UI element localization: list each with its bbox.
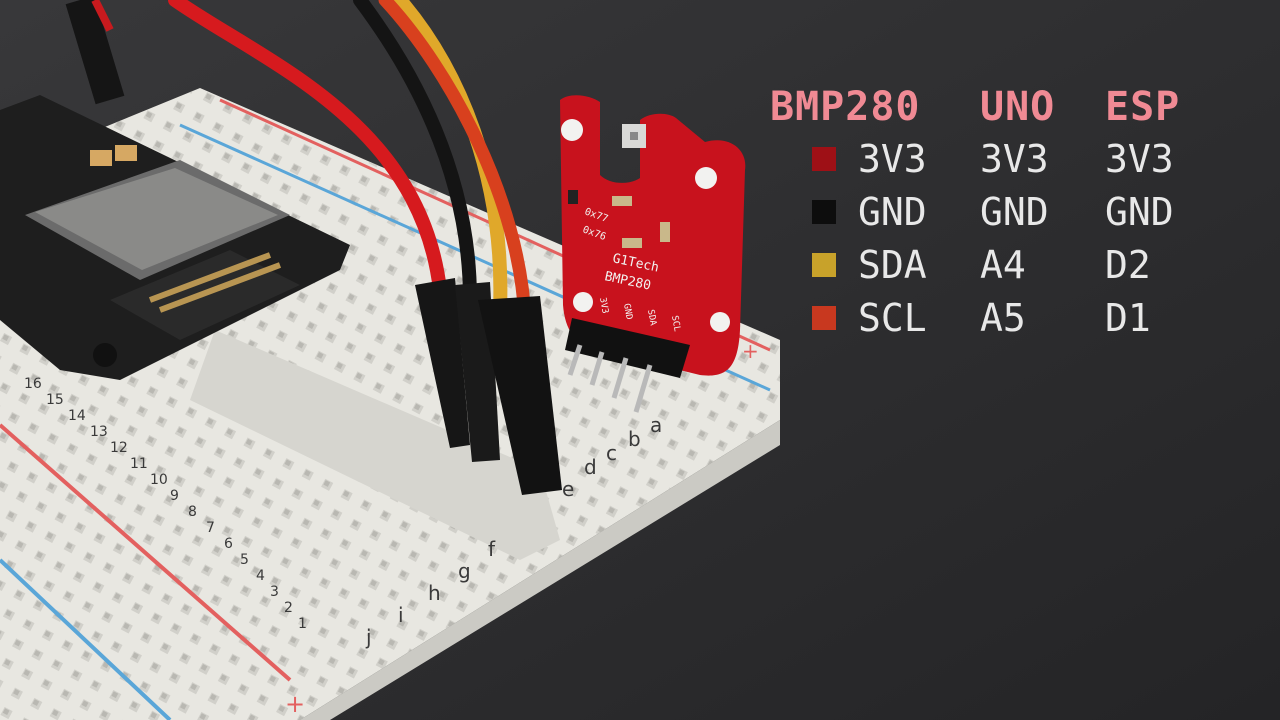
row-letter: f (488, 537, 496, 561)
row-letter: h (428, 581, 441, 605)
dupont-connectors (415, 278, 562, 495)
row-letter: i (398, 603, 404, 627)
bmp280-pin: GND (858, 189, 927, 234)
pinout-row-3v3: 3V3 3V3 3V3 (770, 132, 1210, 185)
uno-pin: A5 (980, 295, 1026, 340)
column-number: 2 (284, 600, 293, 616)
column-number: 10 (150, 472, 168, 488)
column-number: 12 (110, 440, 128, 456)
bmp280-pin: 3V3 (858, 136, 927, 181)
wire-color-swatch (812, 146, 836, 171)
column-number: 9 (170, 488, 179, 504)
pin-label: 3V3 (597, 297, 610, 315)
row-letter: d (584, 455, 597, 479)
pin-label: SCL (669, 315, 682, 333)
rail-plus-sign: + (742, 339, 759, 363)
bmp280-pin: SDA (858, 242, 927, 287)
row-letter: g (458, 559, 471, 583)
wire-stub (65, 0, 125, 105)
pinout-header-row: BMP280 UNO ESP (770, 82, 1210, 132)
bmp280-board: 0x77 0x76 G1Tech BMP280 3V3 GND SDA SCL (560, 95, 746, 413)
bmp280-pin: SCL (858, 295, 927, 340)
header-esp: ESP (1105, 84, 1181, 130)
column-number: 5 (240, 552, 249, 568)
esp-pin: GND (1105, 189, 1174, 234)
column-number: 3 (270, 584, 279, 600)
column-number: 8 (188, 504, 197, 520)
column-number: 13 (90, 424, 108, 440)
row-letter: a (650, 413, 662, 437)
uno-pin: A4 (980, 242, 1026, 287)
uno-pin: GND (980, 189, 1049, 234)
esp-pin: D2 (1105, 242, 1151, 287)
chip (115, 145, 137, 161)
esp-pin: D1 (1105, 295, 1151, 340)
column-number: 6 (224, 536, 233, 552)
pinout-row-gnd: GND GND GND (770, 185, 1210, 238)
row-letter: e (562, 477, 574, 501)
esp-board (0, 95, 350, 380)
wire-stub-red (91, 0, 114, 32)
column-number: 1 (298, 616, 307, 632)
pin-label: SDA (645, 309, 658, 327)
pin-label: GND (621, 303, 634, 321)
header-bmp280: BMP280 (770, 84, 921, 130)
column-number: 16 (24, 376, 42, 392)
column-number: 4 (256, 568, 265, 584)
wire-black (353, 0, 477, 307)
header-uno: UNO (980, 84, 1056, 130)
uno-pin: 3V3 (980, 136, 1049, 181)
esp-pin: 3V3 (1105, 136, 1174, 181)
wire-red (168, 0, 447, 297)
rail-red-bottom (0, 423, 292, 682)
column-number: 11 (130, 456, 148, 472)
row-letter: b (628, 427, 641, 451)
wire-orange (378, 0, 532, 327)
column-number: 7 (206, 520, 215, 536)
pinout-row-sda: SDA A4 D2 (770, 238, 1210, 291)
column-number: 15 (46, 392, 64, 408)
row-letter: j (365, 625, 372, 649)
wire-color-swatch (812, 199, 836, 224)
column-number: 14 (68, 408, 86, 424)
chip (90, 150, 112, 166)
wire-color-swatch (812, 252, 836, 277)
pinout-table: BMP280 UNO ESP 3V3 3V3 3V3 GND GND GND S… (770, 82, 1210, 344)
row-letter: c (606, 441, 617, 465)
rail-blue-bottom (0, 558, 172, 720)
pinout-row-scl: SCL A5 D1 (770, 291, 1210, 344)
rail-plus-sign: + (285, 690, 305, 718)
wire-color-swatch (812, 305, 836, 330)
